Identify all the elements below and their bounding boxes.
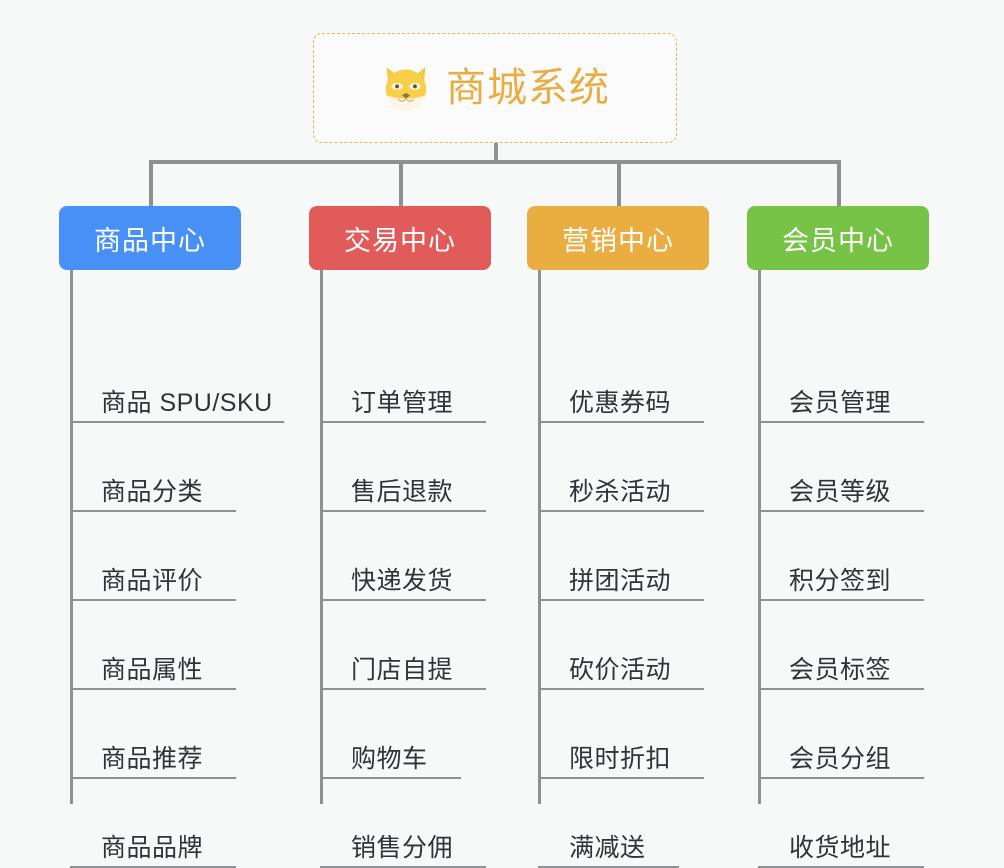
branch-spine-trade-center (320, 270, 323, 804)
leaf-label: 购物车 (351, 744, 428, 773)
leaf-item[interactable]: 会员分组 (758, 690, 924, 779)
leaf-item[interactable]: 快递发货 (320, 512, 486, 601)
connector-bus (149, 160, 841, 164)
leaf-label: 商品分类 (101, 477, 204, 506)
leaf-item[interactable]: 门店自提 (320, 601, 486, 690)
leaf-label: 砍价活动 (569, 655, 672, 684)
leaf-label: 限时折扣 (569, 744, 672, 773)
leaf-item[interactable]: 积分签到 (758, 512, 924, 601)
leaf-label: 拼团活动 (569, 566, 672, 595)
leaf-item[interactable]: 拼团活动 (538, 512, 704, 601)
leaf-item[interactable]: 砍价活动 (538, 601, 704, 690)
leaf-label: 收货地址 (789, 833, 892, 862)
leaf-label: 售后退款 (351, 477, 454, 506)
leaf-label: 商品属性 (101, 655, 204, 684)
branch-spine-marketing-center (538, 270, 541, 804)
leaf-item[interactable]: 会员等级 (758, 423, 924, 512)
leaf-label: 商品 SPU/SKU (101, 388, 273, 417)
connector-stem (494, 143, 498, 163)
leaf-label: 积分签到 (789, 566, 892, 595)
leaf-item[interactable]: 收货地址 (758, 779, 924, 868)
mindmap-canvas: 商城系统 商品中心商品 SPU/SKU 商品分类商品评价商品属性商品推荐商品品牌 交… (59, 33, 929, 868)
connector-drop-product (149, 160, 153, 208)
leaf-item[interactable]: 商品品牌 (70, 779, 236, 868)
leaf-item[interactable]: 购物车 (320, 690, 461, 779)
leaf-label: 会员等级 (789, 477, 892, 506)
leaf-label: 商品推荐 (101, 744, 204, 773)
leaf-label: 门店自提 (351, 655, 454, 684)
leaf-label: 会员管理 (789, 388, 892, 417)
leaf-label: 快递发货 (351, 566, 454, 595)
connector-drop-marketing (617, 160, 621, 208)
root-node[interactable]: 商城系统 (313, 33, 677, 143)
leaf-item[interactable]: 销售分佣 (320, 779, 486, 868)
leaf-item[interactable]: 商品分类 (70, 423, 236, 512)
branch-trade-center: 交易中心订单管理售后退款快递发货门店自提购物车销售分佣 (309, 206, 491, 868)
leaf-label: 商品品牌 (101, 833, 204, 862)
branch-spine-member-center (758, 270, 761, 804)
leaf-item[interactable]: 秒杀活动 (538, 423, 704, 512)
leaf-item[interactable]: 商品推荐 (70, 690, 236, 779)
leaf-item[interactable]: 满减送 (538, 779, 679, 868)
leaf-item[interactable]: 商品属性 (70, 601, 236, 690)
leaf-label: 秒杀活动 (569, 477, 672, 506)
leaf-label: 会员分组 (789, 744, 892, 773)
branch-header-product-center[interactable]: 商品中心 (59, 206, 241, 270)
connector-drop-member (837, 160, 841, 208)
leaf-label: 商品评价 (101, 566, 204, 595)
leaf-item[interactable]: 订单管理 (320, 334, 486, 423)
leaf-item[interactable]: 优惠券码 (538, 334, 704, 423)
leaf-label: 订单管理 (351, 388, 454, 417)
leaf-label: 销售分佣 (351, 833, 454, 862)
leaf-label: 满减送 (569, 833, 646, 862)
leaf-label: 优惠券码 (569, 388, 672, 417)
branch-header-member-center[interactable]: 会员中心 (747, 206, 929, 270)
leaf-item[interactable]: 商品 SPU/SKU (70, 334, 284, 423)
branch-header-marketing-center[interactable]: 营销中心 (527, 206, 709, 270)
leaf-item[interactable]: 会员管理 (758, 334, 924, 423)
connector-drop-trade (399, 160, 403, 208)
branch-marketing-center: 营销中心优惠券码秒杀活动拼团活动砍价活动限时折扣满减送 (527, 206, 709, 868)
leaf-item[interactable]: 售后退款 (320, 423, 486, 512)
leaf-item[interactable]: 限时折扣 (538, 690, 704, 779)
leaf-label: 会员标签 (789, 655, 892, 684)
branch-header-trade-center[interactable]: 交易中心 (309, 206, 491, 270)
branch-member-center: 会员中心会员管理会员等级积分签到会员标签会员分组收货地址 (747, 206, 929, 868)
leaf-item[interactable]: 商品评价 (70, 512, 236, 601)
branch-product-center: 商品中心商品 SPU/SKU 商品分类商品评价商品属性商品推荐商品品牌 (59, 206, 284, 868)
leaf-item[interactable]: 会员标签 (758, 601, 924, 690)
shiba-dog-face-icon (380, 62, 432, 114)
branch-spine-product-center (70, 270, 73, 804)
root-title: 商城系统 (446, 66, 610, 110)
